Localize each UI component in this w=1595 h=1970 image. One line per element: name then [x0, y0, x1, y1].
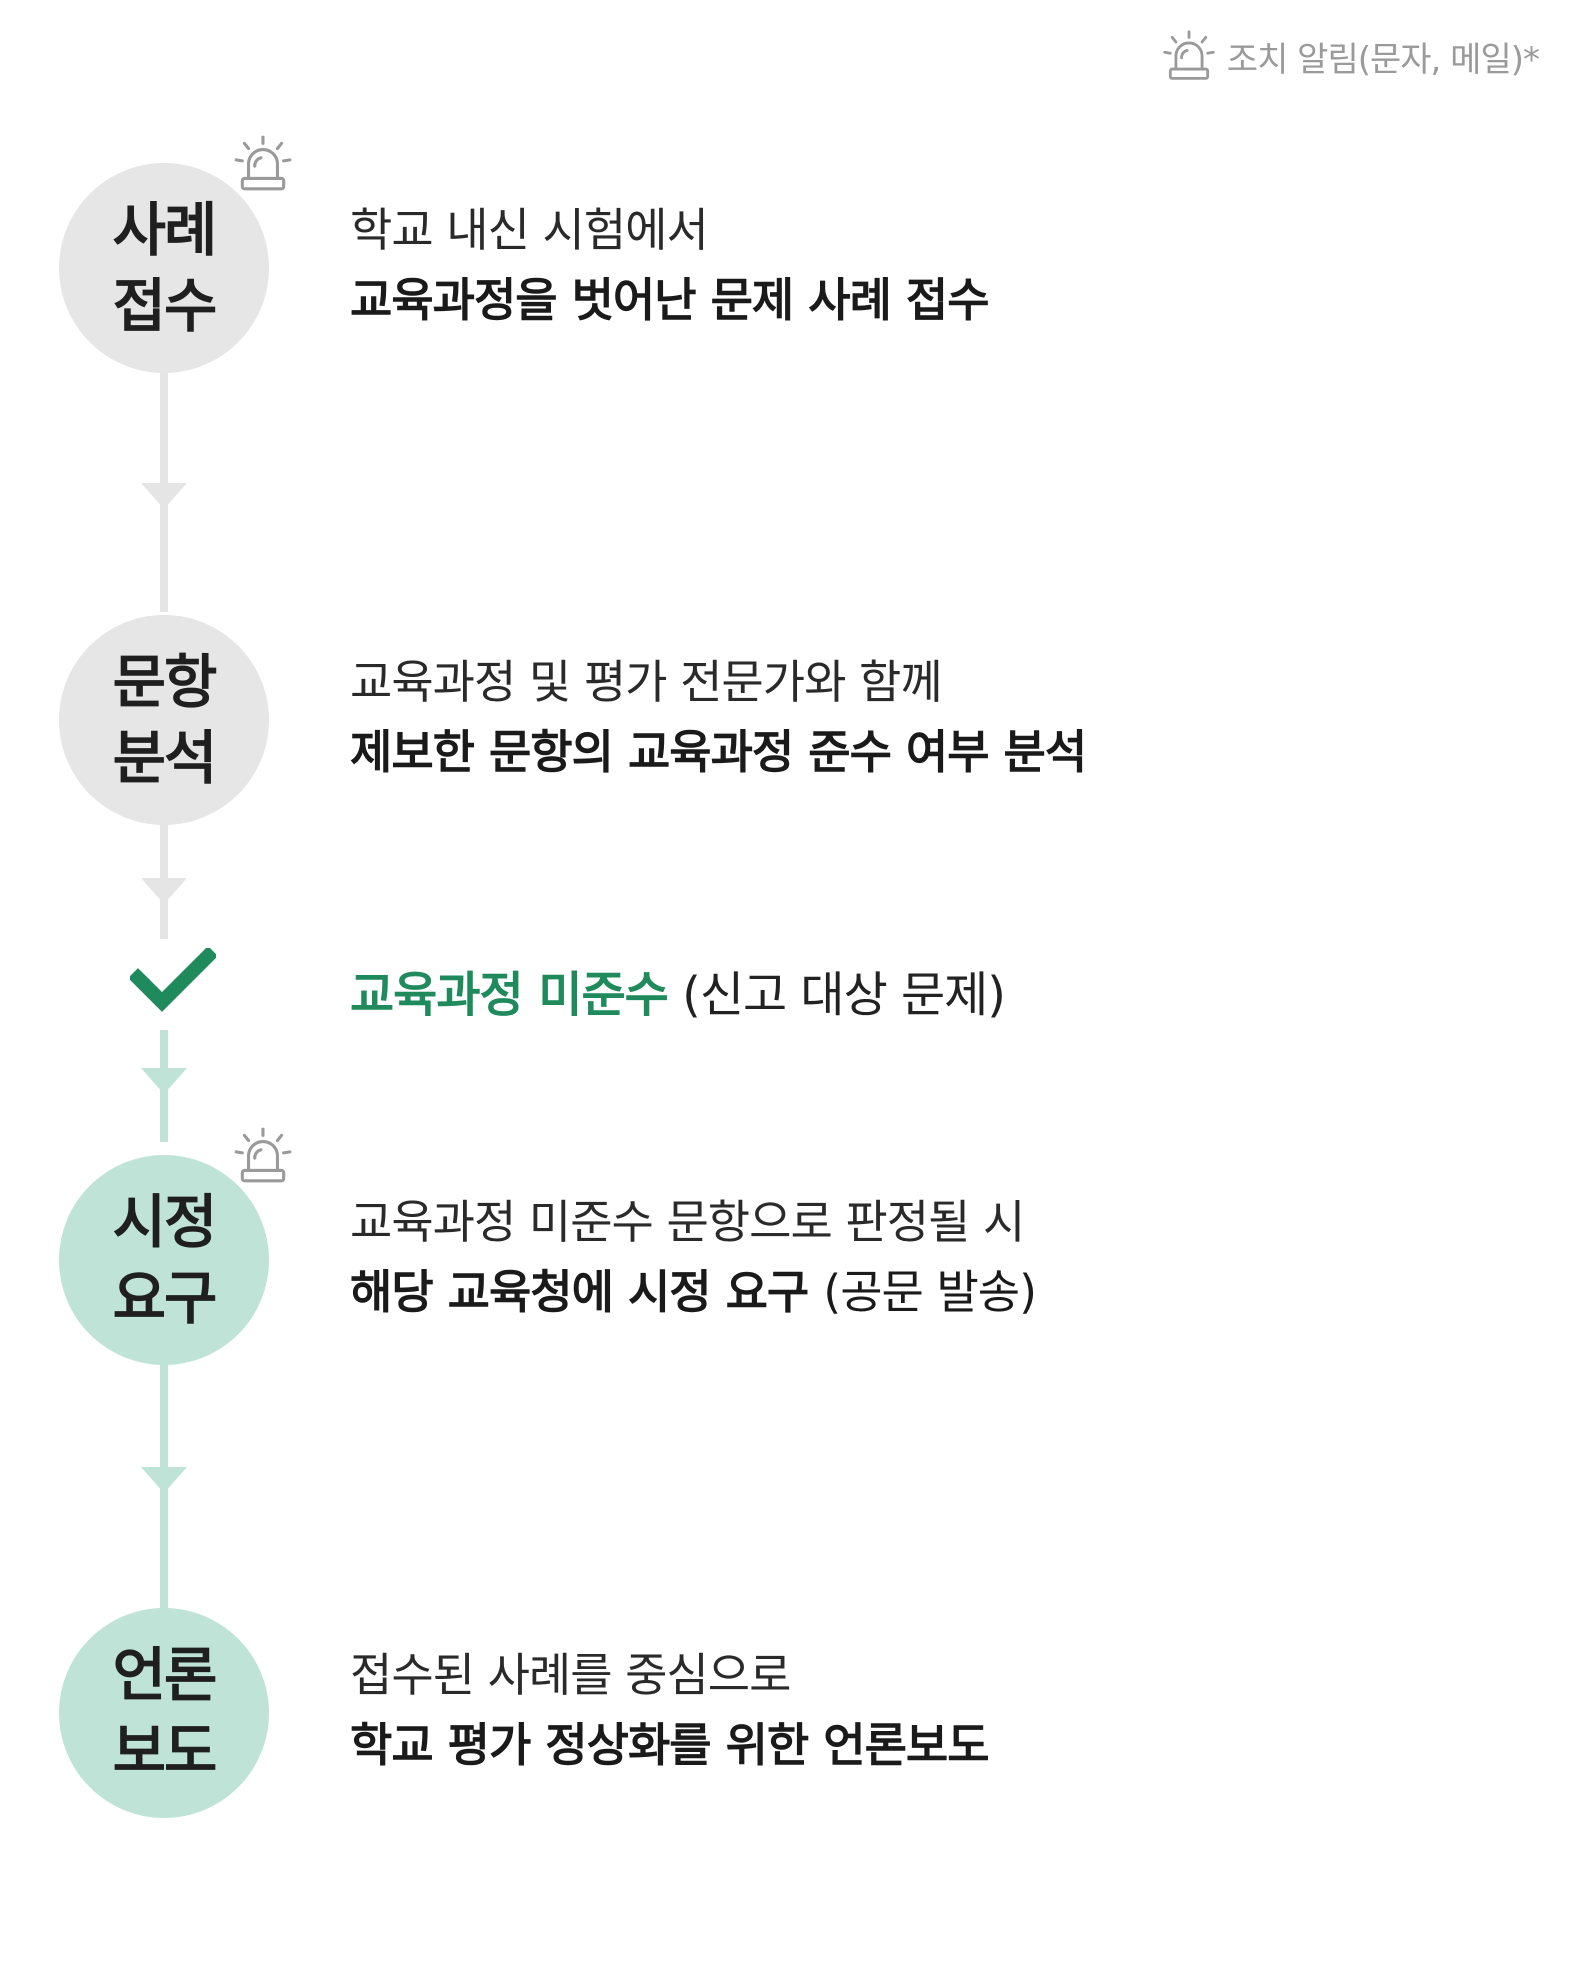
- step-title: 분석: [112, 724, 218, 792]
- step-description: 접수된 사례를 중심으로 학교 평가 정상화를 위한 언론보도: [350, 1640, 990, 1780]
- step-circle-press-report: 언론 보도: [59, 1608, 269, 1818]
- step-desc-normal: 교육과정 및 평가 전문가와 함께: [350, 655, 943, 709]
- step-circle-correction-request: 시정 요구: [59, 1155, 269, 1365]
- verdict-text: 교육과정 미준수 (신고 대상 문제): [350, 955, 1006, 1025]
- step-desc-bold: 제보한 문항의 교육과정 준수 여부 분석: [350, 725, 1087, 779]
- arrow-down: [141, 483, 187, 509]
- arrow-down: [141, 1467, 187, 1493]
- step-desc-normal: 교육과정 미준수 문항으로 판정될 시: [350, 1195, 1025, 1249]
- step-circle-item-analysis: 문항 분석: [59, 615, 269, 825]
- step-title: 요구: [112, 1264, 218, 1332]
- step-title: 문항: [112, 648, 218, 716]
- step-circle-case-intake: 사례 접수: [59, 163, 269, 373]
- arrow-down: [141, 878, 187, 904]
- step-desc-paren: (공문 발송): [823, 1265, 1037, 1319]
- step-title: 언론: [112, 1641, 218, 1709]
- verdict-rest: (신고 대상 문제): [682, 967, 1006, 1023]
- arrow-down: [141, 1068, 187, 1094]
- checkmark-icon: [130, 948, 216, 1012]
- step-description: 학교 내신 시험에서 교육과정을 벗어난 문제 사례 접수: [350, 195, 990, 335]
- siren-icon: [1163, 30, 1215, 80]
- legend-label: 조치 알림(문자, 메일)*: [1226, 39, 1540, 80]
- verdict-highlight: 교육과정 미준수: [350, 967, 669, 1023]
- step-desc-normal: 학교 내신 시험에서: [350, 203, 709, 257]
- step-description: 교육과정 미준수 문항으로 판정될 시 해당 교육청에 시정 요구 (공문 발송…: [350, 1187, 1037, 1327]
- legend: 조치 알림(문자, 메일)*: [1161, 28, 1540, 84]
- siren-icon: [234, 135, 292, 191]
- step-title: 사례: [112, 196, 218, 264]
- step-title: 시정: [112, 1188, 218, 1256]
- step-desc-bold: 학교 평가 정상화를 위한 언론보도: [350, 1718, 990, 1772]
- step-title: 보도: [112, 1717, 218, 1785]
- step-desc-bold: 교육과정을 벗어난 문제 사례 접수: [350, 273, 990, 327]
- step-desc-normal: 접수된 사례를 중심으로: [350, 1648, 791, 1702]
- step-title: 접수: [112, 272, 218, 340]
- siren-icon: [234, 1127, 292, 1183]
- step-desc-bold-text: 해당 교육청에 시정 요구: [350, 1265, 809, 1319]
- step-description: 교육과정 및 평가 전문가와 함께 제보한 문항의 교육과정 준수 여부 분석: [350, 647, 1087, 787]
- step-desc-bold: 해당 교육청에 시정 요구 (공문 발송): [350, 1257, 1037, 1327]
